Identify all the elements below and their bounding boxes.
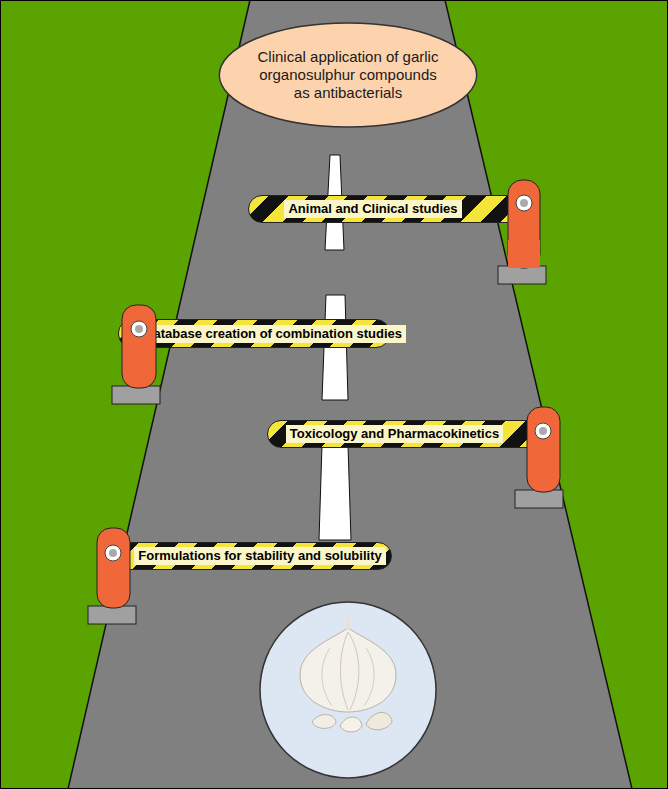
barrier-label: Formulations for stability and solubilit…	[134, 547, 385, 565]
barrier-post	[498, 180, 546, 284]
barrier-bar: Database creation of combination studies	[118, 319, 390, 348]
barrier-bar: Animal and Clinical studies	[248, 195, 528, 223]
barrier-post	[112, 305, 160, 404]
garlic-illustration	[300, 618, 396, 732]
barrier-bar: Formulations for stability and solubilit…	[98, 542, 392, 570]
barrier-bar: Toxicology and Pharmacokinetics	[267, 420, 552, 448]
garlic-circle	[260, 602, 436, 778]
barrier-label: Database creation of combination studies	[140, 325, 406, 343]
goal-oval: Clinical application of garlic organosul…	[218, 22, 478, 128]
barrier-post	[515, 407, 563, 508]
barrier-label: Animal and Clinical studies	[284, 200, 461, 218]
goal-text: Clinical application of garlic organosul…	[253, 48, 443, 102]
barrier-label: Toxicology and Pharmacokinetics	[286, 425, 503, 443]
barrier-post	[88, 528, 136, 624]
lane-dash	[319, 445, 351, 540]
road	[68, 0, 632, 789]
